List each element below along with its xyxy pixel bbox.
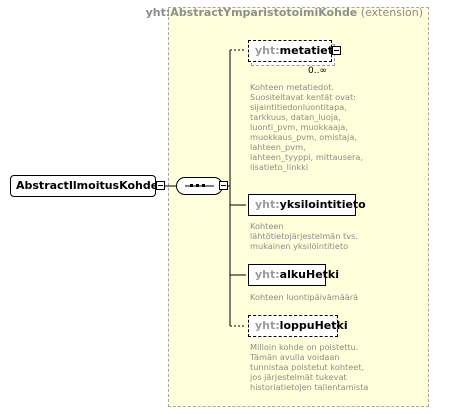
- root-collapse-icon[interactable]: [156, 181, 165, 190]
- metatieto-multiplicity: 0..∞: [308, 66, 327, 76]
- element-loppuhetki[interactable]: yht:loppuHetki: [248, 315, 348, 337]
- metatieto-collapse-icon[interactable]: [332, 46, 341, 55]
- sequence-collapse-icon[interactable]: [219, 181, 228, 190]
- element-yksilointitieto[interactable]: yht:yksilointitieto: [248, 194, 366, 216]
- alkuhetki-documentation: Kohteen luontipäivämäärä: [250, 292, 359, 302]
- sequence-icon: [185, 184, 214, 187]
- element-alkuhetki[interactable]: yht:alkuHetki: [248, 264, 339, 286]
- loppuhetki-documentation: Milloin kohde on poistettu. Tämän avulla…: [250, 342, 369, 392]
- element-metatieto[interactable]: yht:metatieto: [248, 40, 341, 62]
- metatieto-documentation: Kohteen metatiedot. Suositeltavat kentät…: [250, 82, 363, 172]
- yksilointitieto-documentation: Kohteen lähtötietojärjestelmän tvs. muka…: [250, 221, 358, 251]
- root-element-box[interactable]: AbstractIlmoitusKohde: [10, 175, 159, 197]
- root-element-label: AbstractIlmoitusKohde: [16, 179, 159, 192]
- extension-type-title: yht:AbstractYmparistotoimiKohde (extensi…: [145, 6, 423, 19]
- sequence-compositor[interactable]: [176, 177, 223, 195]
